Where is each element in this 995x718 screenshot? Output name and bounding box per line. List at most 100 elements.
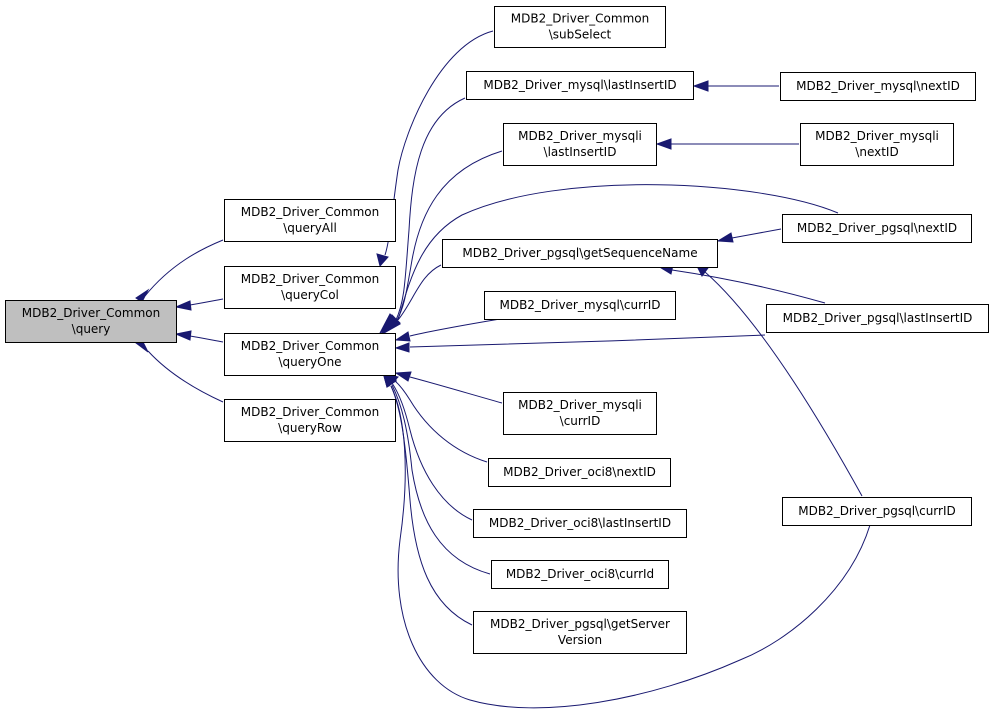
node-label: \subSelect	[549, 28, 612, 42]
node-label: MDB2_Driver_oci8\nextID	[503, 465, 656, 479]
edge-line	[189, 335, 224, 343]
node-label: MDB2_Driver_oci8\currId	[506, 567, 654, 581]
node-mysql_lastInsertID[interactable]: MDB2_Driver_mysql\lastInsertID	[466, 71, 694, 100]
edge-pgsql_currID-to-pgsql_getSequenceName	[696, 265, 863, 497]
node-label: \queryCol	[281, 288, 339, 302]
edge-line	[147, 350, 224, 403]
node-label: \query	[72, 322, 111, 336]
arrowhead-icon	[655, 138, 672, 150]
node-oci8_currId[interactable]: MDB2_Driver_oci8\currId	[491, 560, 669, 589]
edge-pgsql_currID-to-queryOne	[383, 375, 871, 709]
node-label: \queryOne	[278, 355, 341, 369]
edge-pgsql_nextID-to-pgsql_getSequenceName	[716, 228, 782, 243]
edge-mysqli_nextID-to-mysqli_lastInsertID	[655, 138, 799, 150]
node-label: Version	[558, 633, 602, 647]
node-box	[780, 72, 976, 101]
node-label: \currID	[560, 414, 601, 428]
node-box	[224, 333, 396, 376]
arrowhead-icon	[394, 331, 411, 342]
node-label: \queryAll	[283, 221, 337, 235]
edge-line	[671, 269, 826, 304]
arrowhead-icon	[692, 80, 709, 92]
node-mysql_currID[interactable]: MDB2_Driver_mysql\currID	[484, 291, 676, 320]
edge-pgsql_getSequenceName-to-queryOne	[382, 264, 442, 335]
node-box	[473, 509, 687, 538]
arrowhead-icon	[394, 371, 412, 382]
node-mysqli_currID[interactable]: MDB2_Driver_mysqli\currID	[503, 392, 657, 435]
edge-line	[384, 30, 494, 256]
node-pgsql_getSequenceName[interactable]: MDB2_Driver_pgsql\getSequenceName	[442, 239, 718, 268]
node-label: MDB2_Driver_pgsql\currID	[798, 504, 956, 518]
edge-oci8_currId-to-queryOne	[384, 373, 491, 575]
node-mysqli_nextID[interactable]: MDB2_Driver_mysqli \nextID	[800, 123, 954, 166]
node-box	[5, 300, 177, 343]
edge-line	[397, 184, 839, 321]
node-box	[766, 304, 989, 333]
node-oci8_nextID[interactable]: MDB2_Driver_oci8\nextID	[488, 458, 671, 487]
edge-line	[397, 264, 442, 321]
node-label: MDB2_Driver_pgsql\getServer	[490, 617, 670, 631]
node-box	[491, 560, 669, 589]
node-box	[224, 399, 396, 442]
arrowhead-icon	[382, 315, 401, 335]
edge-line	[390, 385, 473, 626]
edge-line	[390, 385, 871, 709]
node-label: MDB2_Driver_Common	[241, 405, 379, 419]
node-queryCol[interactable]: MDB2_Driver_Common\queryCol	[224, 266, 396, 309]
node-label: MDB2_Driver_mysqli	[518, 129, 642, 143]
edge-queryOne-to-query	[174, 330, 224, 343]
node-label: MDB2_Driver_pgsql\lastInsertID	[783, 311, 973, 325]
node-label: MDB2_Driver_Common	[511, 12, 649, 26]
node-subSelect[interactable]: MDB2_Driver_Common \subSelect	[494, 6, 666, 48]
node-label: \lastInsertID	[544, 145, 617, 159]
node-box	[488, 458, 671, 487]
node-queryOne[interactable]: MDB2_Driver_Common \queryOne	[224, 333, 396, 376]
edge-line	[731, 228, 782, 239]
node-queryAll[interactable]: MDB2_Driver_Common\queryAll	[224, 199, 396, 242]
node-pgsql_lastInsertID[interactable]: MDB2_Driver_pgsql\lastInsertID	[766, 304, 989, 333]
edge-line	[409, 317, 507, 337]
node-query[interactable]: MDB2_Driver_Common \query	[5, 300, 177, 343]
edge-mysql_nextID-to-mysql_lastInsertID	[692, 80, 780, 92]
node-box	[442, 239, 718, 268]
edge-line	[393, 379, 488, 463]
node-pgsql_currID[interactable]: MDB2_Driver_pgsql\currID	[782, 497, 972, 526]
edge-line	[391, 384, 491, 575]
arrowhead-icon	[376, 253, 389, 268]
node-label: MDB2_Driver_Common	[22, 306, 160, 320]
node-box	[782, 214, 972, 243]
node-label: MDB2_Driver_oci8\lastInsertID	[489, 516, 671, 530]
node-label: MDB2_Driver_pgsql\nextID	[797, 221, 957, 235]
node-box	[466, 71, 694, 100]
node-box	[503, 123, 657, 166]
node-box	[503, 392, 657, 435]
edge-mysql_currID-to-queryOne	[394, 317, 507, 342]
node-label: MDB2_Driver_pgsql\getSequenceName	[462, 246, 697, 260]
node-label: MDB2_Driver_mysqli	[815, 129, 939, 143]
node-label: MDB2_Driver_mysql\lastInsertID	[483, 78, 676, 92]
node-box	[224, 199, 396, 242]
edge-line	[409, 334, 766, 348]
edge-line	[395, 150, 503, 323]
edge-queryCol-to-query	[174, 298, 224, 311]
edge-mysqli_currID-to-queryOne	[394, 371, 503, 404]
node-label: MDB2_Driver_Common	[241, 339, 379, 353]
node-oci8_lastInsertID[interactable]: MDB2_Driver_oci8\lastInsertID	[473, 509, 687, 538]
arrowhead-icon	[174, 330, 192, 341]
node-box	[224, 266, 396, 309]
node-mysql_nextID[interactable]: MDB2_Driver_mysql\nextID	[780, 72, 976, 101]
node-box	[473, 611, 687, 654]
node-label: \nextID	[855, 145, 898, 159]
edge-line	[704, 271, 863, 497]
arrowhead-icon	[174, 300, 192, 311]
node-box	[782, 497, 972, 526]
node-mysqli_lastInsertID[interactable]: MDB2_Driver_mysqli \lastInsertID	[503, 123, 657, 166]
node-box	[494, 6, 666, 48]
node-pgsql_nextID[interactable]: MDB2_Driver_pgsql\nextID	[782, 214, 972, 243]
edge-line	[189, 298, 224, 306]
edge-pgsql_lastInsertID-to-pgsql_getSequenceName	[656, 264, 826, 304]
arrowhead-icon	[383, 375, 396, 388]
node-queryRow[interactable]: MDB2_Driver_Common\queryRow	[224, 399, 396, 442]
